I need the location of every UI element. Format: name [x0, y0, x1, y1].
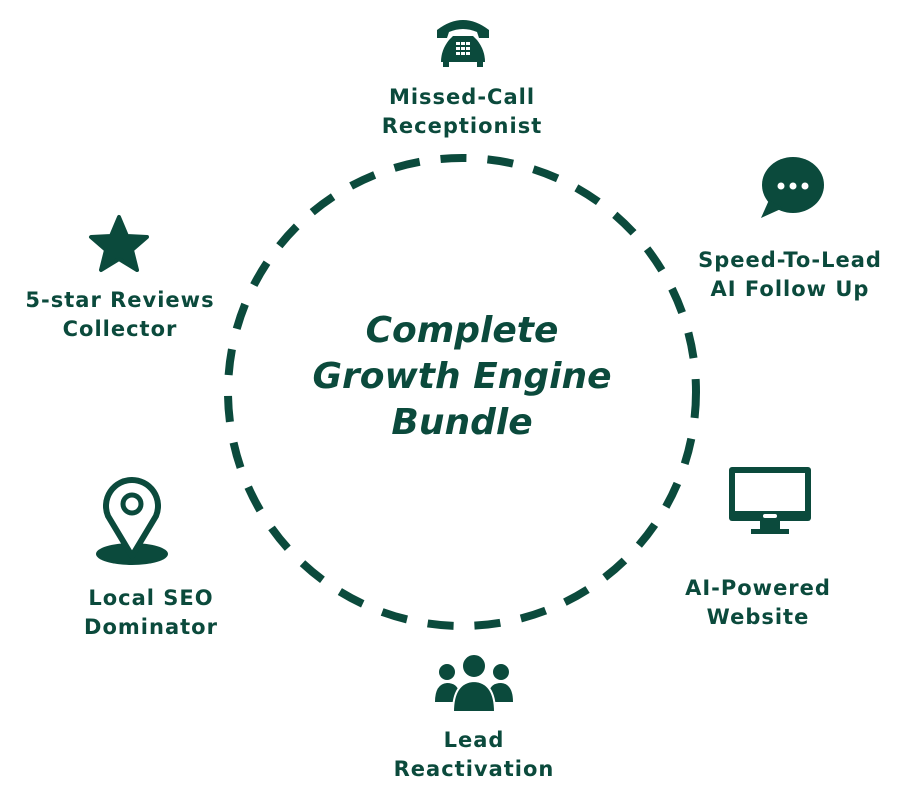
center-title: Complete Growth Engine Bundle — [312, 308, 611, 446]
center-title-line: Complete — [365, 310, 559, 351]
star-icon — [89, 215, 149, 272]
node-label: AI Follow Up — [710, 277, 870, 301]
chat-bubble-icon — [761, 157, 824, 218]
node-label: Lead — [443, 728, 505, 752]
node-label: 5-star Reviews — [25, 288, 215, 312]
node-label: Missed-Call — [388, 85, 536, 109]
people-icon — [435, 653, 513, 713]
node-speed-to-lead: Speed-To-Lead AI Follow Up — [698, 246, 882, 304]
center-title-line: Growth Engine — [312, 356, 612, 397]
node-label: Website — [706, 605, 810, 629]
node-ai-powered-website: AI-Powered Website — [685, 574, 831, 632]
node-label: Local SEO — [88, 586, 214, 610]
node-label: AI-Powered — [685, 576, 831, 600]
center-title-line: Bundle — [391, 402, 533, 443]
node-label: Speed-To-Lead — [698, 248, 882, 272]
monitor-icon — [729, 467, 811, 534]
node-5-star-reviews-collector: 5-star Reviews Collector — [25, 286, 214, 344]
node-label: Reactivation — [393, 757, 555, 781]
node-label: Dominator — [84, 615, 218, 639]
node-label: Collector — [62, 317, 178, 341]
node-label: Receptionist — [381, 114, 543, 138]
node-local-seo-dominator: Local SEO Dominator — [84, 584, 218, 642]
location-pin-icon — [96, 477, 168, 565]
telephone-icon — [437, 20, 489, 67]
node-lead-reactivation: Lead Reactivation — [394, 726, 555, 784]
node-missed-call-receptionist: Missed-Call Receptionist — [382, 83, 543, 141]
